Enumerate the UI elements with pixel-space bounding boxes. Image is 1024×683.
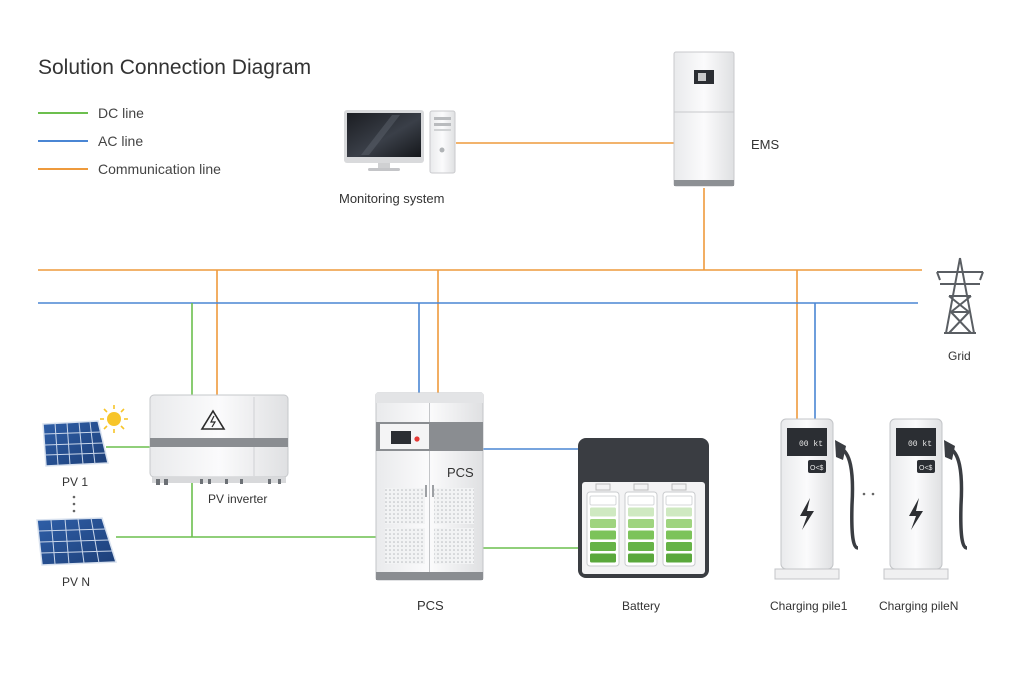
pv1-panel xyxy=(42,420,109,467)
battery-cell-bar xyxy=(627,495,655,506)
charging-pile1-label: Charging pile1 xyxy=(770,599,848,613)
chargerN-screen-digits: 00 kt xyxy=(908,440,932,449)
sun-icon xyxy=(100,405,128,433)
battery-cell-bar xyxy=(666,519,692,528)
battery-cell-bar xyxy=(590,507,616,517)
battery-cell-bar xyxy=(628,519,654,528)
battery-unit xyxy=(578,438,709,578)
charging-pile-1 xyxy=(774,418,859,580)
monitoring-system xyxy=(344,110,456,174)
pvn-panel xyxy=(36,517,118,566)
connection-lines xyxy=(38,142,922,549)
monitoring-system-label: Monitoring system xyxy=(339,191,445,206)
battery-cell-bar xyxy=(590,530,616,540)
legend-dc-label: DC line xyxy=(98,105,144,121)
lightning-icon xyxy=(909,498,923,530)
pv-ellipsis-dots xyxy=(72,495,76,513)
grid-tower-icon xyxy=(936,257,984,334)
pvn-label: PV N xyxy=(62,575,91,589)
battery-cell-bar xyxy=(666,553,692,563)
battery-cells xyxy=(586,483,696,567)
battery-cell-bar xyxy=(666,530,692,540)
battery-cell-bar xyxy=(628,553,654,563)
charging-pileN-label: Charging pileN xyxy=(879,599,959,613)
battery-cell-bar xyxy=(665,495,693,506)
pcs-caption: PCS xyxy=(417,598,444,613)
charger-ellipsis-dots xyxy=(862,492,875,496)
lightning-icon xyxy=(800,498,814,530)
grid-label: Grid xyxy=(948,349,971,363)
pv1-label: PV 1 xyxy=(62,475,89,489)
diagram-title: Solution Connection Diagram xyxy=(38,56,312,79)
battery-cell-bar xyxy=(628,542,654,551)
legend-comm-label: Communication line xyxy=(98,161,221,177)
battery-cell-bar xyxy=(666,507,692,517)
battery-cell-bar xyxy=(590,542,616,551)
pc-tower xyxy=(429,110,456,174)
pv-inverter-label: PV inverter xyxy=(208,492,268,506)
battery-cell-bar xyxy=(628,507,654,517)
ems-label: EMS xyxy=(751,137,780,152)
charging-cable xyxy=(839,446,859,550)
pcs-cabinet xyxy=(375,392,484,581)
battery-cell-bar xyxy=(628,530,654,540)
charging-pile-n xyxy=(883,418,968,580)
charger1-screen-button: O<$ xyxy=(810,465,824,472)
battery-label: Battery xyxy=(622,599,661,613)
legend xyxy=(38,112,88,170)
charging-cable xyxy=(948,446,968,550)
battery-cell-bar xyxy=(590,519,616,528)
pcs-display xyxy=(391,431,411,444)
warning-icon xyxy=(200,409,226,430)
chargerN-screen-button: O<$ xyxy=(919,465,933,472)
pcs-indicator-light xyxy=(414,436,420,442)
pcs-cabinet-label: PCS xyxy=(447,465,474,480)
legend-ac-label: AC line xyxy=(98,133,144,149)
ems-cabinet xyxy=(673,51,735,187)
battery-cell-bar xyxy=(666,542,692,551)
charger1-screen-digits: 00 kt xyxy=(799,440,823,449)
battery-cell-bar xyxy=(589,495,617,506)
battery-cell-bar xyxy=(590,553,616,563)
pv-inverter-unit xyxy=(149,394,289,485)
